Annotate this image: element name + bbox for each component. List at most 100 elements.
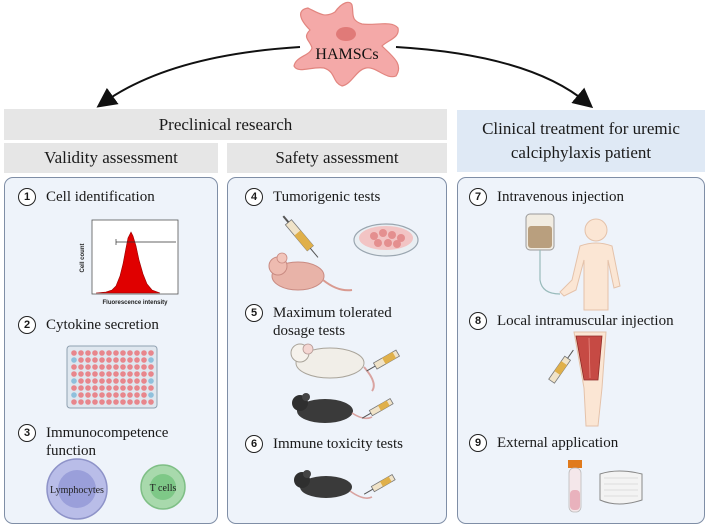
plate-well (148, 378, 154, 384)
plate-well (148, 357, 154, 363)
muscle-icon (575, 335, 603, 381)
plate-well (134, 385, 140, 391)
intravenous-illustration (525, 213, 621, 311)
step-label: Immunocompetence function (46, 425, 169, 459)
white-rat-icon (290, 343, 375, 392)
plate-well (78, 350, 84, 356)
plate-well (113, 378, 119, 384)
plate-well (141, 357, 147, 363)
plate-well (85, 364, 91, 370)
plate-well (120, 385, 126, 391)
plate-well (113, 350, 119, 356)
plate-well (141, 364, 147, 370)
step-label: Tumorigenic tests (273, 189, 381, 205)
plate-well (71, 392, 77, 398)
validity-step-2: 2 Cytokine secretion (18, 316, 159, 334)
plate-well (141, 392, 147, 398)
histogram-xlabel: Fluorescence intensity (102, 300, 168, 306)
validity-step-1: 1 Cell identification (18, 188, 155, 206)
plate-well (106, 357, 112, 363)
plate-well (71, 399, 77, 405)
plate-well (141, 399, 147, 405)
plate-well (106, 392, 112, 398)
plate-well (78, 385, 84, 391)
plate-well (71, 385, 77, 391)
plate-well (78, 371, 84, 377)
plate-well (148, 350, 154, 356)
iv-bag-icon (525, 213, 561, 295)
step-label: Maximum tolerated dosage tests (273, 305, 392, 339)
petri-dish-icon (353, 223, 419, 257)
plate-well (120, 378, 126, 384)
plate-well (106, 364, 112, 370)
syringe-icon-4 (363, 473, 396, 495)
plate-well (134, 378, 140, 384)
plate-well (113, 385, 119, 391)
plate-well (113, 364, 119, 370)
step-number: 9 (469, 434, 487, 452)
clinical-header-label: Clinical treatment for uremic calciphyla… (482, 119, 680, 162)
preclinical-header: Preclinical research (4, 109, 447, 140)
plate-well (148, 364, 154, 370)
plate-well (85, 385, 91, 391)
plate-well (134, 357, 140, 363)
immune-cells: Lymphocytes T cells (46, 458, 186, 520)
plate-well (99, 399, 105, 405)
plate-well (106, 385, 112, 391)
arrows-layer: HAMSCs (96, 1, 594, 109)
plate-well (71, 371, 77, 377)
step-label: Cell identification (46, 189, 155, 205)
step-label: Intravenous injection (497, 189, 625, 205)
plate-well (120, 371, 126, 377)
clinical-header: Clinical treatment for uremic calciphyla… (457, 110, 705, 172)
step-label: Local intramuscular injection (497, 313, 674, 329)
plate-well (148, 392, 154, 398)
syringe-icon (282, 215, 319, 258)
flow-cytometry-histogram: Cell count Fluorescence intensity (80, 219, 179, 306)
plate-well (85, 371, 91, 377)
plate-well (134, 371, 140, 377)
plate-well (71, 357, 77, 363)
clinical-step-9: 9 External application (469, 434, 618, 452)
syringe-icon-3 (361, 397, 394, 419)
histogram-ylabel: Cell count (80, 243, 86, 272)
plate-well (92, 378, 98, 384)
well-plate-icon (66, 345, 158, 409)
plate-well (127, 399, 133, 405)
hamsc-cell-icon (293, 1, 400, 87)
step-number: 7 (469, 188, 487, 206)
plate-well (92, 399, 98, 405)
plate-well (127, 350, 133, 356)
plate-well (92, 357, 98, 363)
plate-well (99, 378, 105, 384)
mtd-illustration (290, 343, 401, 423)
plate-well (148, 399, 154, 405)
step-label: Immune toxicity tests (273, 436, 403, 452)
safety-step-4: 4 Tumorigenic tests (245, 188, 380, 206)
plate-well (78, 399, 84, 405)
plate-well (120, 399, 126, 405)
immune-toxicity-illustration (294, 470, 396, 499)
step-number: 1 (18, 188, 36, 206)
plate-well (85, 350, 91, 356)
safety-step-6: 6 Immune toxicity tests (245, 435, 403, 453)
intramuscular-illustration (548, 331, 607, 427)
safety-header: Safety assessment (227, 143, 447, 173)
black-mouse-icon-2 (294, 470, 373, 499)
plate-well (113, 392, 119, 398)
plate-well (99, 371, 105, 377)
plate-well (113, 399, 119, 405)
plate-well (99, 385, 105, 391)
validity-header: Validity assessment (4, 143, 218, 173)
plate-well (141, 378, 147, 384)
plate-well (92, 385, 98, 391)
step-number: 4 (245, 188, 263, 206)
plate-well (113, 357, 119, 363)
plate-well (148, 385, 154, 391)
plate-well (120, 392, 126, 398)
plate-well (99, 350, 105, 356)
plate-well (78, 364, 84, 370)
step-label: External application (497, 435, 619, 451)
step-number: 2 (18, 316, 36, 334)
plate-well (78, 392, 84, 398)
